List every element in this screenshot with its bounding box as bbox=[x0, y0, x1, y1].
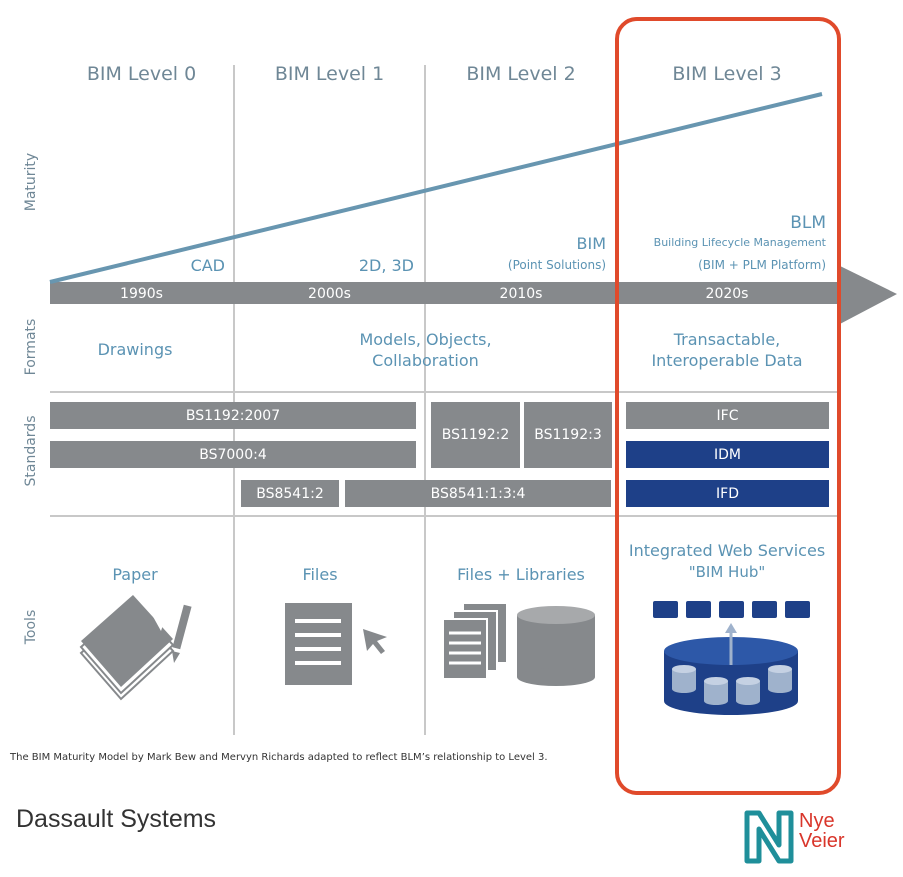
maturity-trend-line bbox=[49, 92, 823, 284]
maturity-label-2d-3d: 2D, 3D bbox=[358, 256, 414, 275]
format-drawings: Drawings bbox=[97, 340, 173, 359]
level-0-heading: BIM Level 0 bbox=[86, 63, 197, 85]
tool-paper: Paper bbox=[112, 565, 158, 584]
era-label-2010s: 2010s bbox=[499, 286, 543, 302]
column-divider-1 bbox=[233, 65, 235, 735]
row-separator-standards-tools bbox=[50, 515, 838, 517]
format-models-line2: Collaboration bbox=[372, 351, 479, 370]
figure-caption: The BIM Maturity Model by Mark Bew and M… bbox=[10, 752, 548, 763]
logo-text-veier: Veier bbox=[799, 830, 845, 852]
standard-bs8541-2: BS8541:2 bbox=[241, 480, 339, 507]
era-label-2020s: 2020s bbox=[705, 286, 749, 302]
standard-bs1192-2: BS1192:2 bbox=[431, 402, 520, 468]
maturity-label-bim: BIM bbox=[576, 234, 607, 253]
logo-text-nye: Nye bbox=[799, 810, 835, 832]
document-cursor-icon bbox=[285, 603, 387, 685]
standard-ifd: IFD bbox=[626, 480, 829, 507]
format-transactable-line2: Interoperable Data bbox=[651, 351, 803, 370]
standard-bs7000-4: BS7000:4 bbox=[50, 441, 416, 468]
era-label-1990s: 1990s bbox=[120, 286, 163, 302]
maturity-label-bim-sub: (Point Solutions) bbox=[507, 258, 606, 272]
level-2-heading: BIM Level 2 bbox=[466, 63, 576, 85]
bim-hub-icon bbox=[653, 601, 810, 715]
maturity-label-cad: CAD bbox=[190, 256, 225, 275]
maturity-label-blm-sub1: Building Lifecycle Management bbox=[653, 236, 826, 249]
row-separator-formats-standards bbox=[50, 391, 838, 393]
format-models-line1: Models, Objects, bbox=[359, 330, 492, 349]
timeline-bar bbox=[50, 282, 840, 304]
standard-bs8541-1-3-4: BS8541:1:3:4 bbox=[345, 480, 611, 507]
tool-files: Files bbox=[302, 565, 338, 584]
logo-n-mark bbox=[744, 810, 794, 864]
maturity-label-blm: BLM bbox=[790, 213, 826, 233]
level-3-highlight-frame bbox=[615, 17, 841, 795]
paper-stack-icon bbox=[79, 595, 192, 701]
level-3-heading: BIM Level 3 bbox=[672, 63, 782, 85]
level-1-heading: BIM Level 1 bbox=[274, 63, 385, 85]
column-divider-2 bbox=[424, 65, 426, 735]
era-label-2000s: 2000s bbox=[308, 286, 351, 302]
tool-files-libraries: Files + Libraries bbox=[457, 565, 585, 584]
source-credit: Dassault Systems bbox=[16, 805, 217, 833]
standard-ifc: IFC bbox=[626, 402, 829, 429]
tool-bim-hub: "BIM Hub" bbox=[688, 563, 766, 581]
standard-bs1192-3: BS1192:3 bbox=[524, 402, 612, 468]
standard-bs1192-2007: BS1192:2007 bbox=[50, 402, 416, 429]
documents-database-icon bbox=[442, 603, 595, 686]
standard-idm: IDM bbox=[626, 441, 829, 468]
maturity-label-blm-sub2: (BIM + PLM Platform) bbox=[698, 258, 826, 272]
tool-web-services: Integrated Web Services bbox=[628, 541, 826, 560]
timeline-arrowhead bbox=[838, 265, 897, 325]
format-transactable-line1: Transactable, bbox=[673, 330, 781, 349]
nye-veier-logo: Nye Veier bbox=[741, 809, 861, 869]
